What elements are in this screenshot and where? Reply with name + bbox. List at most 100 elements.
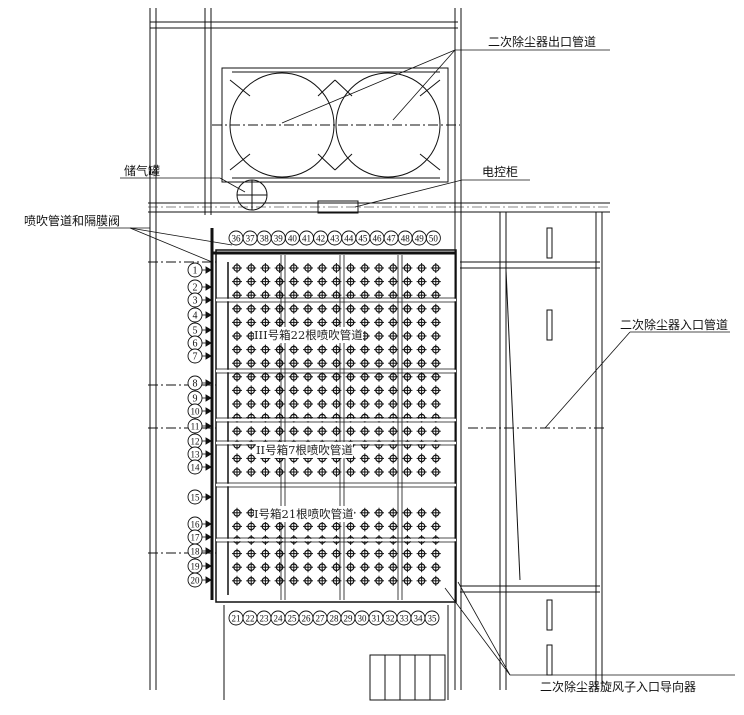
nozzle-icon <box>246 358 257 369</box>
nozzle-icon <box>246 371 257 382</box>
nozzle-icon <box>274 358 285 369</box>
nozzle-icon <box>246 548 257 559</box>
svg-text:33: 33 <box>400 614 410 624</box>
nozzle-icon <box>416 317 427 328</box>
nozzle-icon <box>317 371 328 382</box>
pipe-number: 36 <box>228 230 244 246</box>
nozzle-icon <box>416 507 427 518</box>
nozzle-icon <box>345 467 356 477</box>
nozzle-icon <box>388 562 399 573</box>
nozzle-icon <box>232 331 242 341</box>
nozzle-icon <box>232 385 242 396</box>
nozzle-icon <box>260 467 271 477</box>
pipe-number: 40 <box>284 230 300 246</box>
nozzle-icon <box>260 317 271 328</box>
nozzle-icon <box>331 575 342 586</box>
nozzle-icon <box>345 276 356 287</box>
nozzle-icon <box>260 426 271 437</box>
svg-text:4: 4 <box>193 311 198 322</box>
svg-text:14: 14 <box>191 463 201 473</box>
nozzle-icon <box>345 575 356 586</box>
pipe-number: 5 <box>187 322 203 338</box>
svg-text:23: 23 <box>260 614 270 624</box>
nozzle-icon <box>274 426 285 437</box>
pipe-number: 49 <box>411 230 427 246</box>
nozzle-icon <box>288 344 299 355</box>
nozzle-icon <box>246 385 257 396</box>
nozzle-icon <box>374 399 384 409</box>
nozzle-icon <box>232 290 242 301</box>
nozzle-icon <box>416 399 427 409</box>
nozzle-icon <box>416 575 427 586</box>
nozzle-icon <box>303 467 313 477</box>
nozzle-icon <box>288 562 299 573</box>
nozzle-icon <box>260 263 271 273</box>
nozzle-icon <box>374 453 384 464</box>
nozzle-icon <box>374 358 384 369</box>
nozzle-icon <box>288 317 299 328</box>
nozzle-icon <box>402 467 413 477</box>
pipe-number: 12 <box>187 433 203 449</box>
nozzle-icon <box>374 344 384 355</box>
nozzle-icon <box>274 548 285 559</box>
nozzle-icon <box>317 276 328 287</box>
nozzle-icon <box>430 331 441 341</box>
nozzle-icon <box>288 575 299 586</box>
nozzle-icon <box>388 399 399 409</box>
nozzle-icon <box>303 344 313 355</box>
nozzle-icon <box>374 385 384 396</box>
nozzle-icon <box>359 426 370 437</box>
nozzle-icon <box>303 358 313 369</box>
nozzle-icon <box>246 521 257 532</box>
nozzle-icon <box>246 263 257 273</box>
nozzle-icon <box>345 263 356 273</box>
svg-text:49: 49 <box>415 234 425 244</box>
svg-text:37: 37 <box>246 234 256 244</box>
nozzle-icon <box>416 385 427 396</box>
nozzle-icon <box>402 507 413 518</box>
nozzle-icon <box>232 453 242 464</box>
pipe-number: 34 <box>410 610 426 626</box>
pipe-number: 29 <box>340 610 356 626</box>
nozzle-icon <box>246 344 257 355</box>
svg-text:40: 40 <box>288 234 298 244</box>
nozzle-icon <box>288 371 299 382</box>
nozzle-icon <box>317 562 328 573</box>
nozzle-icon <box>345 562 356 573</box>
nozzle-icon <box>359 575 370 586</box>
nozzle-icon <box>317 548 328 559</box>
nozzle-icon <box>274 467 285 477</box>
nozzle-icon <box>430 276 441 287</box>
nozzle-icon <box>402 331 413 341</box>
nozzle-icon <box>303 317 313 328</box>
svg-text:35: 35 <box>428 614 438 624</box>
nozzle-icon <box>303 371 313 382</box>
nozzle-icon <box>246 303 257 314</box>
nozzle-icon <box>374 303 384 314</box>
nozzle-icon <box>260 385 271 396</box>
nozzle-icon <box>359 344 370 355</box>
svg-text:7: 7 <box>193 352 198 363</box>
nozzle-icon <box>303 263 313 273</box>
pipe-number: 44 <box>341 230 357 246</box>
nozzle-icon <box>359 548 370 559</box>
label-control-cabinet: 电控柜 <box>482 165 519 179</box>
nozzle-icon <box>430 575 441 586</box>
svg-text:19: 19 <box>191 562 201 572</box>
nozzle-icon <box>274 371 285 382</box>
nozzle-icon <box>430 521 441 532</box>
nozzle-icon <box>374 317 384 328</box>
nozzle-icon <box>260 344 271 355</box>
svg-text:21: 21 <box>232 614 241 624</box>
nozzle-icon <box>374 521 384 532</box>
svg-text:16: 16 <box>191 520 201 530</box>
nozzle-icon <box>274 303 285 314</box>
nozzle-icon <box>359 276 370 287</box>
nozzle-icon <box>303 290 313 301</box>
svg-text:3: 3 <box>193 296 198 307</box>
svg-text:26: 26 <box>302 614 312 624</box>
nozzle-icon <box>317 575 328 586</box>
nozzle-icon <box>402 317 413 328</box>
pipe-number: 22 <box>242 610 258 626</box>
svg-text:13: 13 <box>191 450 201 460</box>
